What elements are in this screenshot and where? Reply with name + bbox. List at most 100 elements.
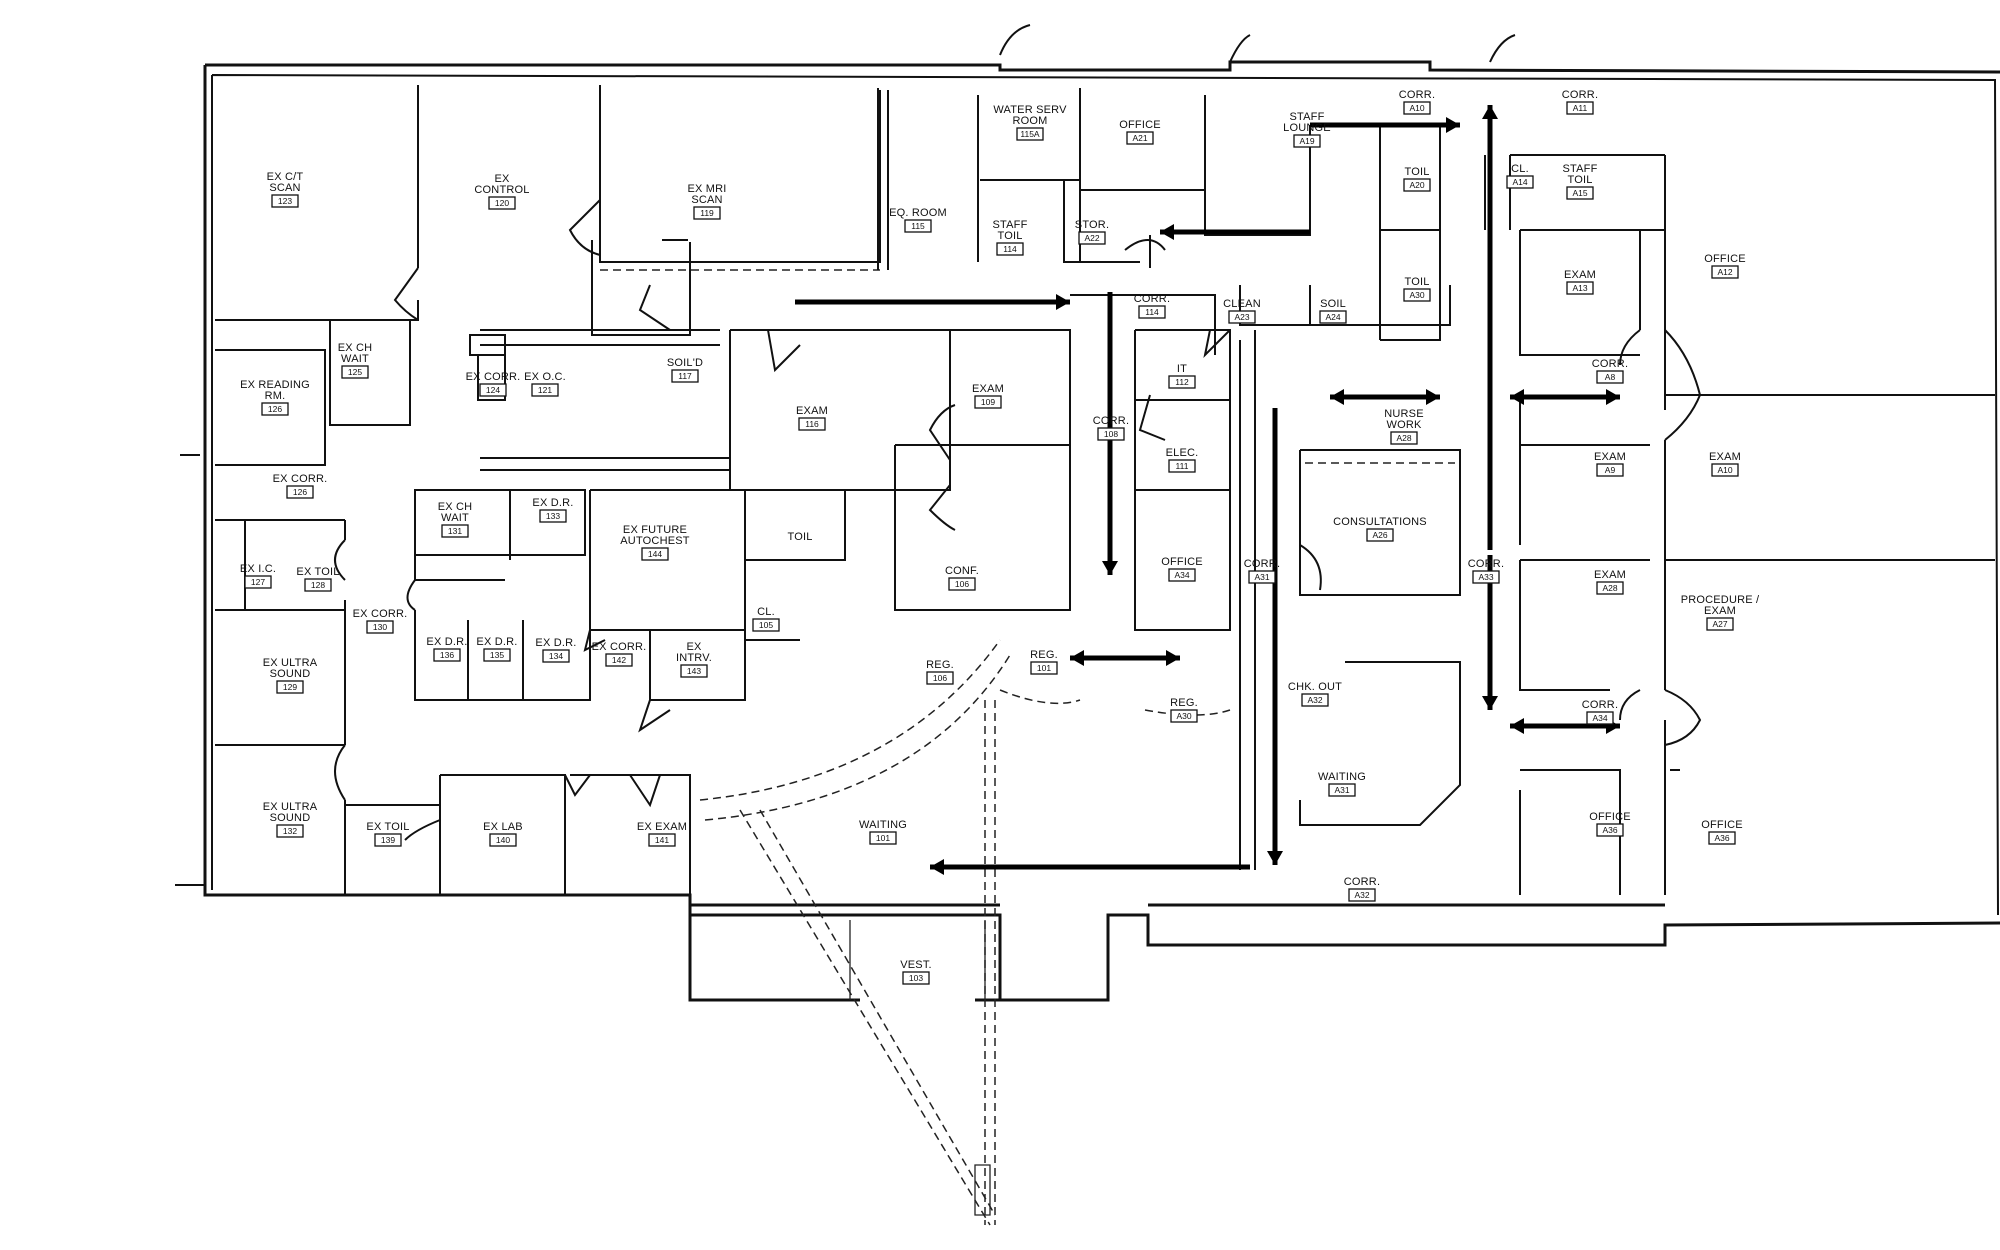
room-number: A31 [1254,572,1269,582]
arrowhead [1510,718,1524,734]
room-number: 134 [549,651,563,661]
room-number: 131 [448,526,462,536]
room-number-box [1390,431,1418,445]
room-name: EXAM [1594,569,1626,581]
room-name: CL. [757,606,775,618]
room-name: OFFICE [1161,556,1203,568]
interior-walls [215,85,1995,895]
room-name: PROCEDURE / [1681,594,1760,606]
room-label: ELEC.111 [1166,447,1199,473]
room-number-box [996,242,1024,256]
room-name: EX C/T [267,171,304,183]
room-number: A9 [1605,465,1616,475]
room-name: EX MRI [687,183,726,195]
room-number: 126 [293,487,307,497]
room-name: EX D.R. [476,636,517,648]
room-number: 101 [876,833,890,843]
room-name: LOUNGE [1283,122,1331,134]
room-name: REG. [1170,697,1198,709]
room-number-box [1016,127,1044,141]
room-label: CORR.114 [1134,293,1170,319]
room-name: OFFICE [1119,119,1161,131]
room-number-box [271,194,299,208]
room-name: EX TOIL [366,821,409,833]
room-label: VEST.103 [900,959,932,985]
arrowhead [1166,650,1180,666]
room-number-box [1319,310,1347,324]
room-name: REG. [926,659,954,671]
room-number: A36 [1714,833,1729,843]
room-number-box [1403,101,1431,115]
room-number-box [904,219,932,233]
room-number: 142 [612,655,626,665]
room-name: WAIT [441,512,469,524]
room-label: CLEAN A23 [1223,298,1261,324]
room-name: EX I.C. [240,563,276,575]
room-number: A11 [1573,103,1588,113]
room-number-box [1301,693,1329,707]
room-name: EX ULTRA [263,657,318,669]
room-label: CORR. A8 [1592,358,1628,384]
room-number: A13 [1572,283,1587,293]
room-number-box [1168,459,1196,473]
room-number-box [1078,231,1106,245]
room-number: 133 [546,511,560,521]
room-name: CORR. [1344,876,1380,888]
room-number-box [902,971,930,985]
room-number: 121 [538,385,552,395]
room-number: A23 [1234,312,1249,322]
room-number-box [374,833,402,847]
room-number: A21 [1132,133,1147,143]
room-number-box [433,648,461,662]
room-name: WAITING [1318,771,1366,783]
room-name: EX CORR. [466,371,521,383]
room-number: 128 [311,580,325,590]
room-number-box [286,485,314,499]
room-number-box [1030,661,1058,675]
room-number: A27 [1712,619,1727,629]
room-name: CONTROL [474,184,529,196]
room-number-box [1168,568,1196,582]
room-number-box [1586,711,1614,725]
room-number: A32 [1354,890,1369,900]
room-name: CLEAN [1223,298,1261,310]
room-label: CONF.106 [945,565,979,591]
room-number: 116 [805,419,819,429]
room-name: INTRV. [676,652,712,664]
arrowhead [1482,696,1498,710]
room-number-box [1170,709,1198,723]
room-name: OFFICE [1589,811,1631,823]
room-name: ELEC. [1166,447,1199,459]
room-name: NURSE [1384,408,1424,420]
room-name: STAFF [1562,163,1597,175]
room-name: WAIT [341,353,369,365]
room-number: 126 [268,404,282,414]
arrowhead [1330,389,1344,405]
room-number-box [261,402,289,416]
flow-arrow [1330,389,1440,405]
room-name: EX CH [338,342,373,354]
room-number: A34 [1592,713,1607,723]
room-label: CORR.A31 [1244,558,1280,584]
room-number-box [680,664,708,678]
room-name: TOIL [787,531,812,543]
room-number-box [926,671,954,685]
room-number: A8 [1605,372,1616,382]
room-name: CORR. [1592,358,1628,370]
